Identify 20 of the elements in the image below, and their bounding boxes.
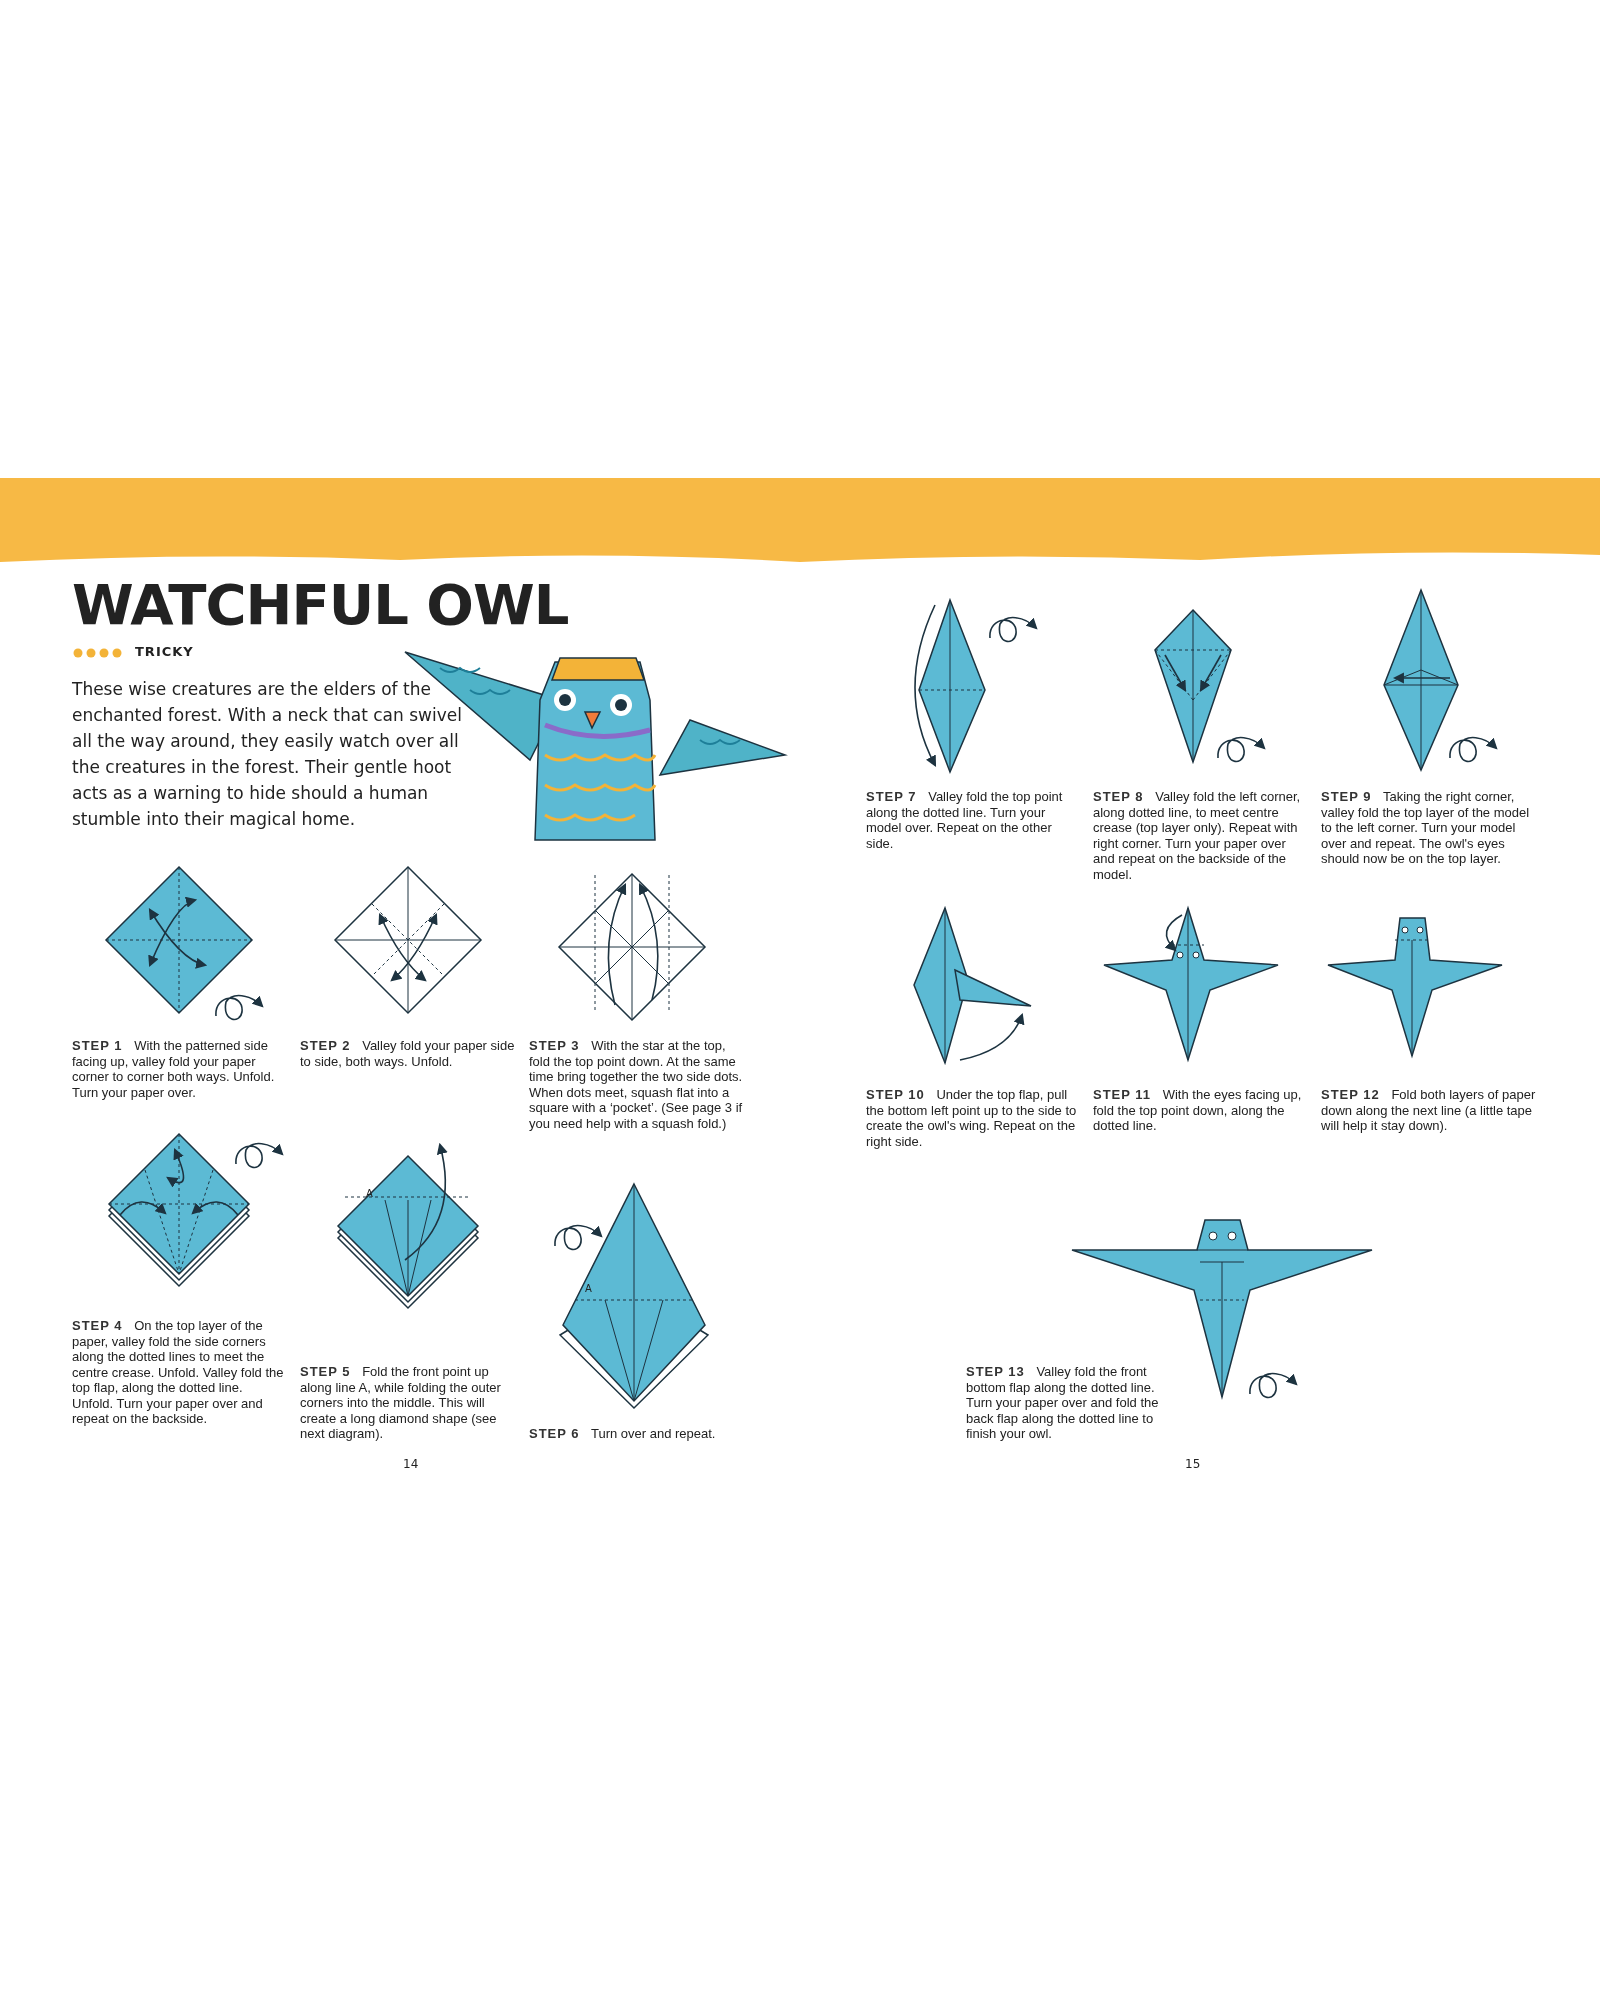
step-instruction: STEP 6 Turn over and repeat. <box>529 1426 717 1442</box>
step-instruction: STEP 5 Fold the front point up along line A, while folding the outer corners into the middle. This will create a long diamond shape (see next diagram). <box>300 1364 502 1442</box>
page-number: 15 <box>1185 1457 1201 1471</box>
difficulty-label: TRICKY <box>135 644 194 659</box>
fold-line-label: A <box>585 1283 592 1294</box>
fold-line-label: A <box>366 1188 373 1199</box>
step-instruction: STEP 7 Valley fold the top point along the dotted line. Turn your model over. Repeat on the other side. <box>866 789 1064 851</box>
step-instruction: STEP 2 Valley fold your paper side to side, both ways. Unfold. <box>300 1038 515 1069</box>
step-instruction: STEP 9 Taking the right corner, valley fold the top layer of the model to the left corner. Turn your model over and repeat. The owl's eyes should now be on the top layer. <box>1321 789 1531 867</box>
step-instruction: STEP 3 With the star at the top, fold the top point down. At the same time bring together the two side dots. When dots meet, squash flat into a square with a ‘pocket’. (See page 3 if you need help with a squash fold.) <box>529 1038 744 1131</box>
step-instruction: STEP 11 With the eyes facing up, fold the top point down, along the dotted line. <box>1093 1087 1303 1134</box>
page-number: 14 <box>403 1457 419 1471</box>
step-instruction: STEP 1 With the patterned side facing up, valley fold your paper corner to corner both ways. Unfold. Turn your paper over. <box>72 1038 276 1100</box>
page-title: WATCHFUL OWL <box>72 572 569 637</box>
step-instruction: STEP 12 Fold both layers of paper down along the next line (a little tape will help it stay down). <box>1321 1087 1536 1134</box>
intro-paragraph: These wise creatures are the elders of the enchanted forest. With a neck that can swivel all the way around, they easily watch over all the creatures in the forest. Their gentle hoot acts as a warning to hide should a human stumble into their magical home. <box>72 678 462 831</box>
step-instruction: STEP 10 Under the top flap, pull the bottom left point up to the side to create the owl's wing. Repeat on the right side. <box>866 1087 1078 1149</box>
step-instruction: STEP 8 Valley fold the left corner, along dotted line, to meet centre crease (top layer only). Repeat with right corner. Turn your paper over and repeat on the backside of the model. <box>1093 789 1302 882</box>
step-instruction: STEP 4 On the top layer of the paper, valley fold the side corners along the dotted lines to meet the centre crease. Unfold. Valley fold the top flap, along the dotted line. Unfold. Turn your paper over and repeat on the backside. <box>72 1318 285 1427</box>
step-instruction: STEP 13 Valley fold the front bottom flap along the dotted line. Turn your paper over and fold the back flap along the dotted line to finish your owl. <box>966 1364 1160 1442</box>
